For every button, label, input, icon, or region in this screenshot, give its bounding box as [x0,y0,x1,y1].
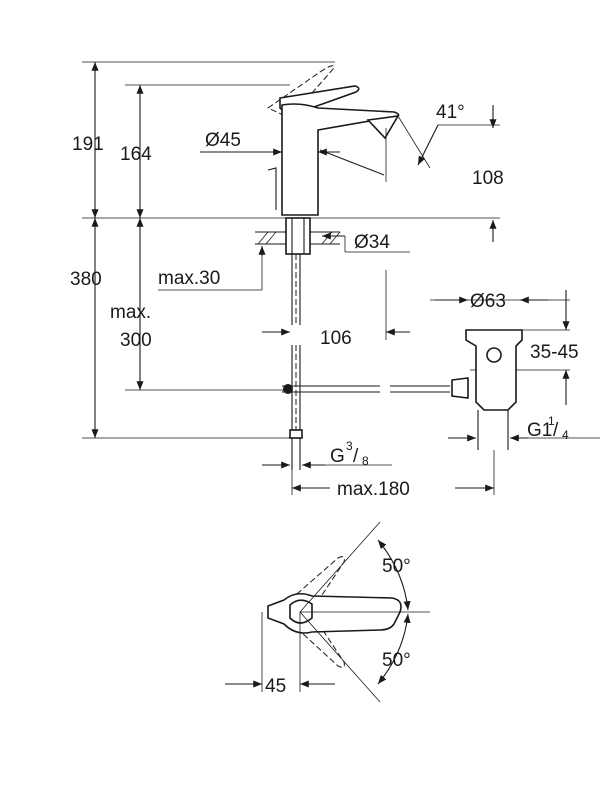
dim-g1: G1 [527,420,552,441]
dim-d63: Ø63 [470,291,506,312]
dim-108: 108 [472,168,504,189]
dim-g: G [330,446,345,467]
angle-arrow-41 [417,124,439,166]
angle-arc-upper [377,539,411,611]
dim-g38-num: 3 [346,439,353,453]
angle-41: 41° [436,102,465,123]
dim-300: 300 [120,330,152,351]
dim-max180: max.180 [337,479,410,500]
dim-g1-den: 4 [562,428,569,442]
dim-max30: max.30 [158,268,220,289]
mounting-shank [285,217,311,255]
dim-191: 191 [72,134,104,155]
hose-nut [289,429,303,439]
svg-text:/: / [353,446,359,467]
dim-max-label: max. [110,302,151,323]
svg-text:/: / [553,420,559,441]
angle-arc-lower [377,613,411,685]
spout-tip [366,114,400,140]
angle-line-upper [299,521,381,613]
waste-cap [486,347,502,363]
dim-g1-num: 1 [548,414,555,428]
dim-164: 164 [120,144,152,165]
side-view: 191 164 380 max. 300 Ø45 108 [70,61,600,500]
dim-35-45: 35-45 [530,342,579,363]
dim-45: 45 [265,676,286,697]
dim-d45: Ø45 [205,130,241,151]
angle-50-upper: 50° [382,556,411,577]
top-view: 50° 50° 45 [225,521,430,703]
dim-106: 106 [320,328,352,349]
handle-raised-outline [266,65,335,119]
waste-connector [451,377,469,399]
spout-arc [319,149,385,176]
angle-line-lower [299,611,381,703]
popup-joint [283,384,293,394]
faucet-top-outline [267,592,402,634]
dim-380: 380 [70,269,102,290]
dim-g38-den: 8 [362,454,369,468]
dim-d34: Ø34 [354,232,390,253]
angle-line-41 [397,115,431,169]
popup-rod [267,167,277,210]
angle-50-lower: 50° [382,650,411,671]
